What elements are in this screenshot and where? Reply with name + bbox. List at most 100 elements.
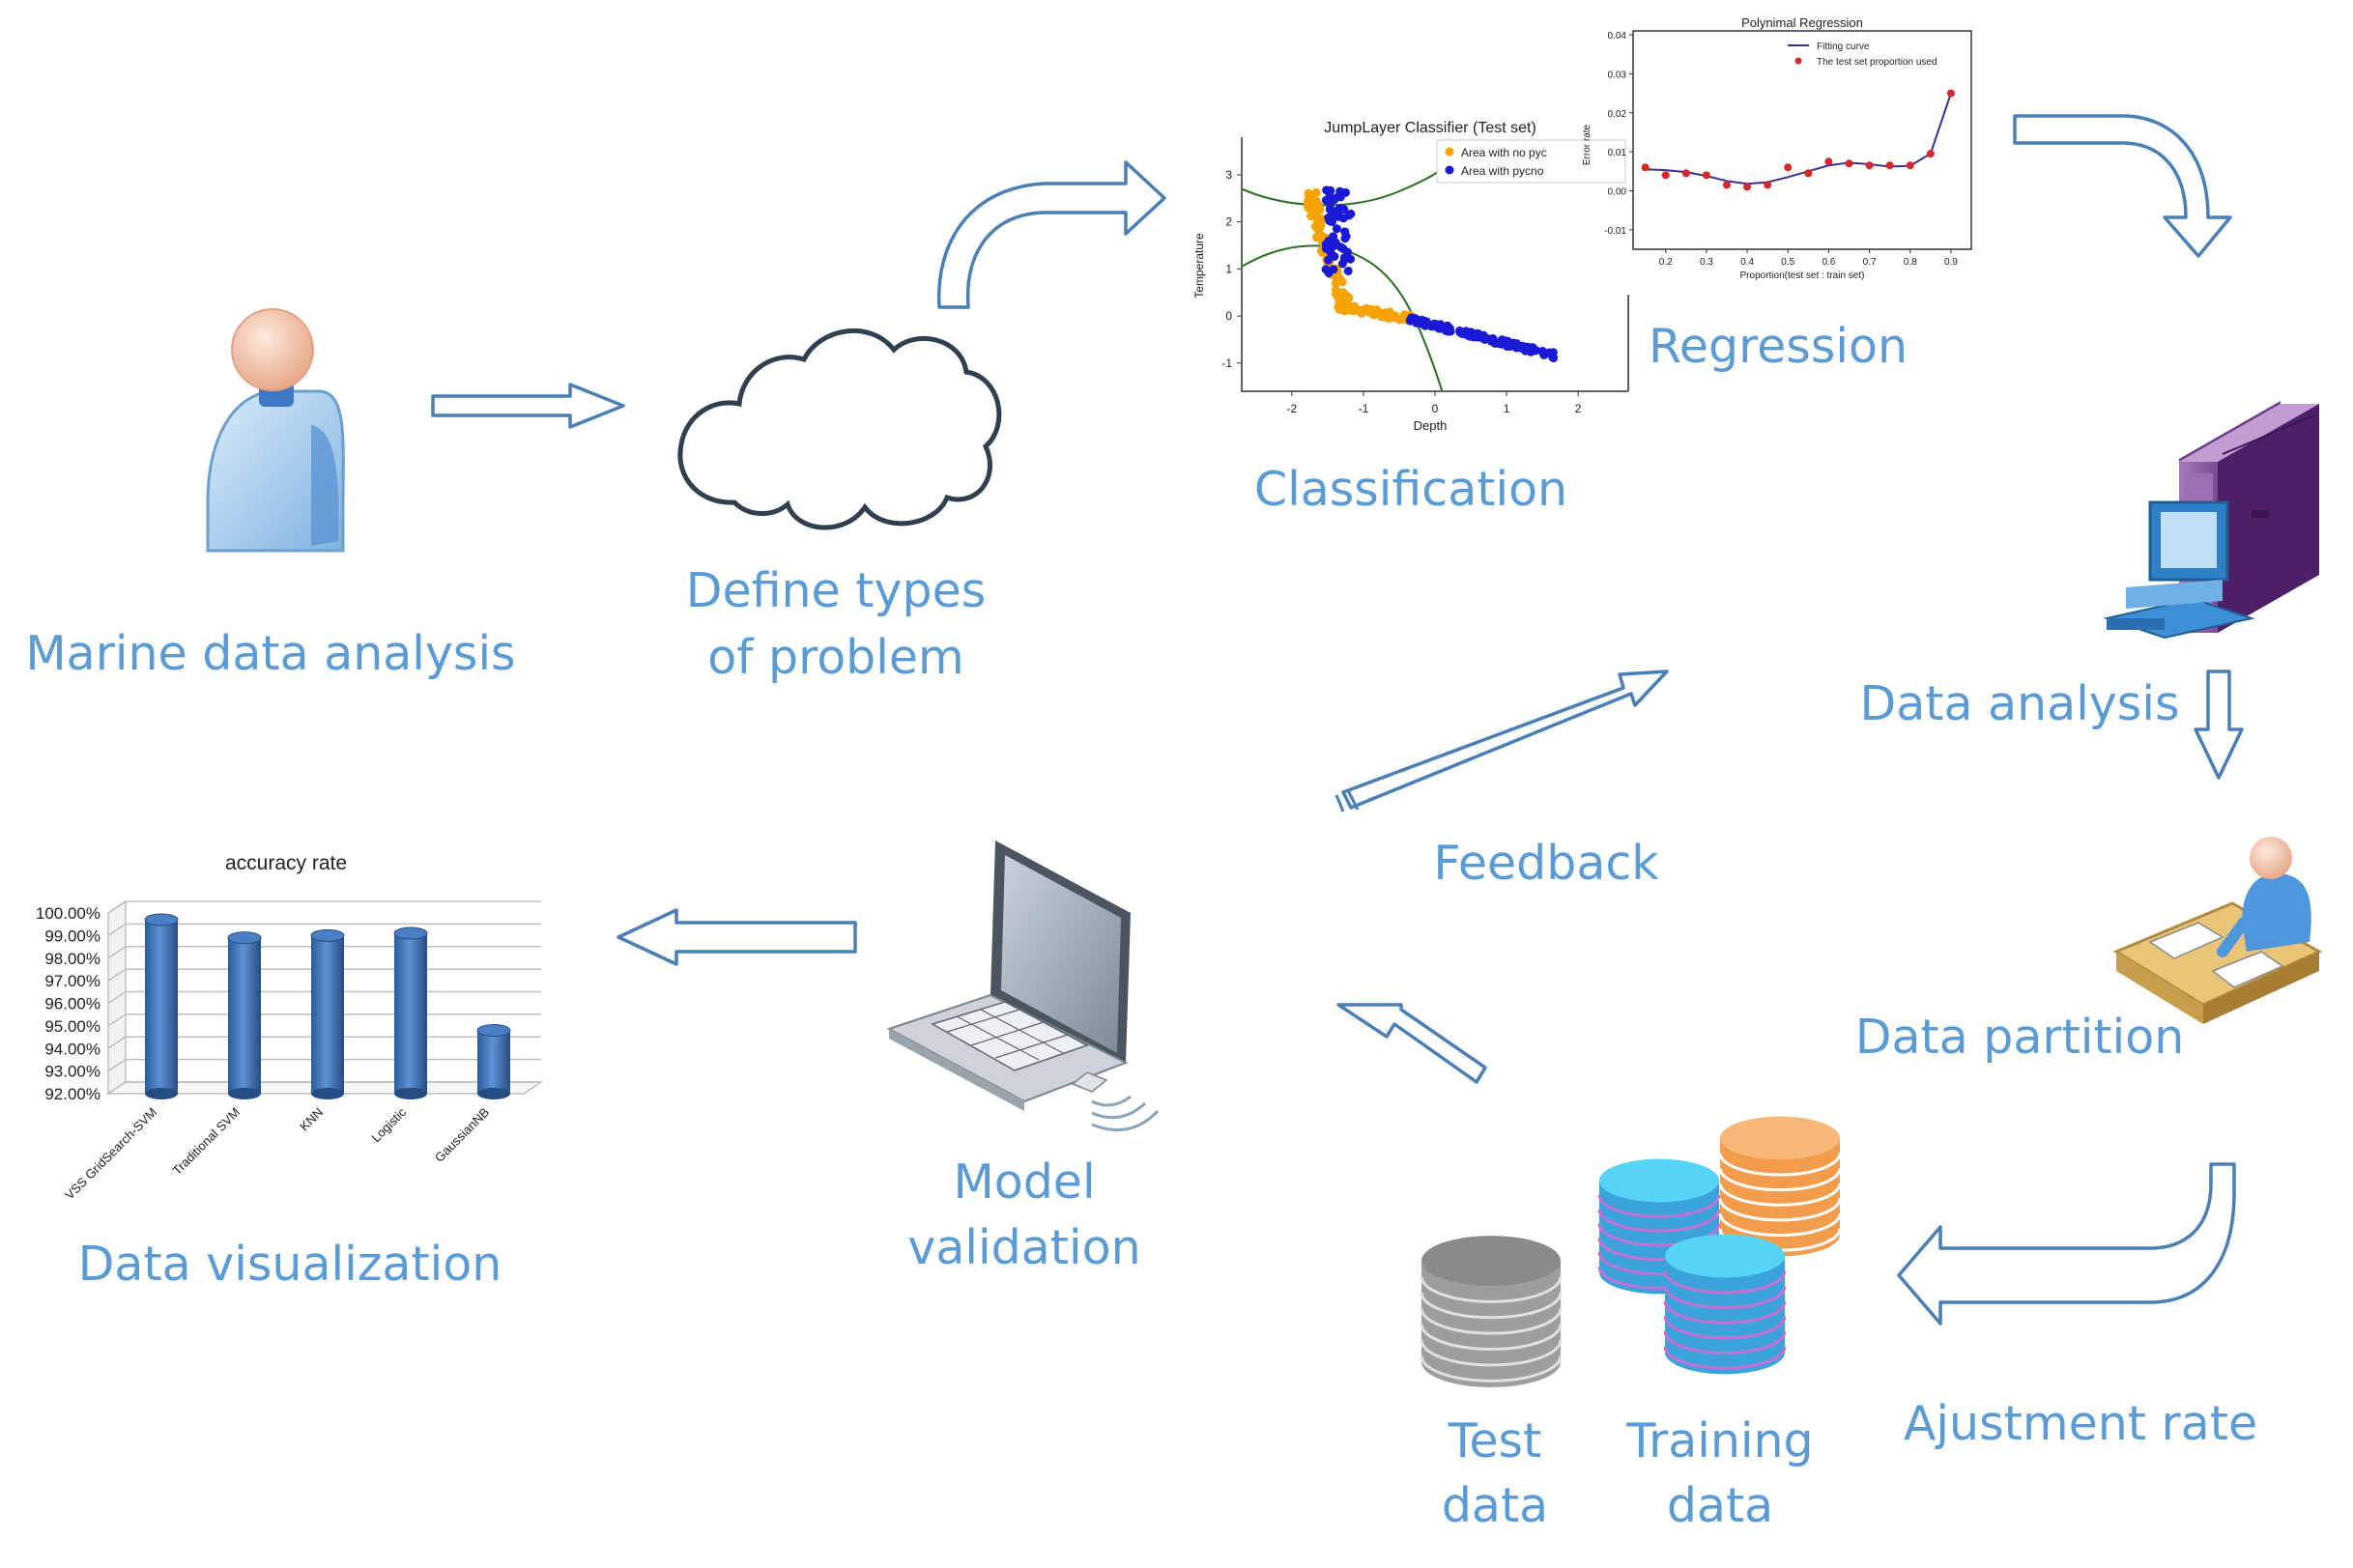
data-point: [1845, 159, 1853, 168]
label-training-data-line1: Training: [1625, 1413, 1813, 1468]
x-tick-label: 0: [1432, 402, 1439, 415]
bar-bottom: [228, 1088, 261, 1099]
cloud-icon: [677, 328, 1002, 530]
label-model-validation-line1: Model: [953, 1155, 1095, 1210]
y-tick-label: 0.01: [1608, 148, 1627, 158]
axis-frame: [1632, 30, 1972, 250]
x-tick-label: 0.6: [1822, 257, 1835, 268]
x-tick-label: -2: [1287, 402, 1298, 415]
point-pycnocline: [1431, 322, 1441, 331]
point-pycnocline: [1478, 330, 1488, 340]
x-tick-label: 0.9: [1944, 257, 1958, 268]
y-tick-label: 98.00%: [44, 950, 100, 968]
point-pycnocline: [1325, 205, 1334, 214]
point-pycnocline: [1339, 255, 1349, 265]
point-no-pycnocline: [1306, 212, 1316, 221]
point-pycnocline: [1335, 242, 1345, 252]
label-model-validation-line2: validation: [907, 1220, 1140, 1275]
legend-box: [1436, 139, 1626, 184]
label-data-partition: Data partition: [1855, 1010, 2185, 1065]
point-pycnocline: [1325, 190, 1334, 200]
db-ring: [1718, 1183, 1842, 1207]
point-pycnocline: [1329, 232, 1338, 242]
point-pycnocline: [1324, 213, 1334, 222]
y-tick-label: 94.00%: [44, 1040, 100, 1058]
db-ring: [1718, 1168, 1842, 1192]
db-top: [1421, 1236, 1561, 1286]
bar: [228, 937, 261, 1094]
db-base: [1421, 1337, 1561, 1387]
laptop-icon: [886, 841, 1160, 1132]
label-test-data-line2: data: [1442, 1478, 1548, 1533]
decision-boundary: [1241, 150, 1472, 207]
db-ring: [1663, 1330, 1787, 1354]
db-ring: [1597, 1209, 1721, 1233]
arrow-right-icon: [431, 383, 625, 429]
db-top: [1720, 1116, 1840, 1160]
db-ring: [1663, 1300, 1787, 1325]
database-icon-test: [1420, 1236, 1563, 1387]
legend-label: Fitting curve: [1817, 42, 1870, 52]
bar-bottom: [477, 1088, 510, 1099]
bar: [311, 935, 344, 1094]
data-point: [1804, 169, 1813, 178]
bar: [145, 920, 178, 1094]
x-tick-label: 0.4: [1740, 257, 1754, 268]
arrow-left-icon: [617, 908, 857, 966]
data-point: [1702, 171, 1710, 180]
point-no-pycnocline: [1349, 301, 1359, 311]
y-tick-label: 0: [1225, 309, 1232, 323]
db-ring: [1663, 1316, 1787, 1340]
fitting-curve: [1645, 93, 1952, 185]
arrow-down-icon: [2194, 670, 2244, 780]
db-ring: [1663, 1346, 1787, 1370]
point-pycnocline: [1443, 321, 1452, 330]
point-no-pycnocline: [1341, 291, 1351, 300]
db-ring: [1420, 1276, 1563, 1303]
point-pycnocline: [1539, 349, 1549, 358]
point-no-pycnocline: [1331, 271, 1340, 281]
y-tick-label: 92.00%: [44, 1085, 100, 1103]
y-tick-label: 95.00%: [44, 1017, 100, 1036]
y-axis-label: Error rate: [1582, 124, 1593, 165]
legend-marker: [1445, 147, 1454, 157]
point-no-pycnocline: [1400, 310, 1410, 320]
point-no-pycnocline: [1315, 205, 1325, 214]
legend-label: Area with pycno: [1461, 164, 1544, 178]
x-axis-label: Proportion(test set : train set): [1740, 271, 1865, 281]
chart-title: Polynimal Regression: [1741, 15, 1863, 30]
data-point: [1681, 169, 1690, 178]
point-no-pycnocline: [1313, 222, 1323, 232]
db-top: [1665, 1234, 1785, 1278]
y-tick-label: 99.00%: [44, 927, 100, 945]
point-pycnocline: [1495, 339, 1505, 349]
y-tick-label: 0.00: [1608, 186, 1627, 197]
db-ring: [1663, 1270, 1787, 1295]
db-ring: [1420, 1292, 1563, 1320]
y-axis-label: Temperature: [1192, 233, 1206, 299]
point-no-pycnocline: [1305, 204, 1314, 214]
x-tick-label: 0.2: [1659, 257, 1673, 268]
x-tick-label: GaussianNB: [432, 1105, 492, 1165]
data-point: [1946, 89, 1955, 98]
label-marine-data-analysis: Marine data analysis: [25, 626, 515, 681]
legend-marker: [1445, 165, 1454, 175]
point-pycnocline: [1325, 197, 1334, 207]
point-pycnocline: [1334, 212, 1343, 221]
classification-chart: JumpLayer Classifier (Test set)DepthTemp…: [1192, 120, 1629, 433]
grid-line: [107, 900, 541, 914]
point-pycnocline: [1343, 266, 1353, 275]
point-pycnocline: [1504, 338, 1513, 348]
chart-title: accuracy rate: [225, 852, 347, 874]
db-ring: [1420, 1355, 1563, 1383]
x-tick-label: KNN: [297, 1105, 326, 1134]
point-no-pycnocline: [1306, 195, 1316, 205]
db-top: [1599, 1158, 1719, 1203]
db-ring: [1597, 1223, 1721, 1247]
point-no-pycnocline: [1363, 304, 1372, 314]
x-tick-label: 1: [1504, 402, 1510, 415]
label-classification: Classification: [1254, 462, 1567, 517]
curved-arrow-icon: [936, 160, 1166, 309]
x-tick-label: 0.5: [1781, 257, 1794, 268]
